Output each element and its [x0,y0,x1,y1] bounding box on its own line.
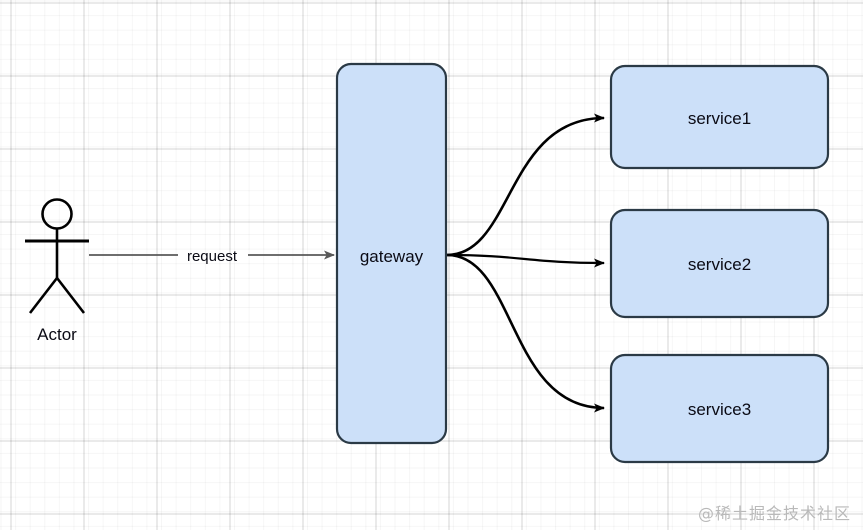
node-gateway-shape [335,62,448,445]
request-edge-label: request [187,248,238,265]
node-service1-shape [609,64,830,170]
edge-actor-to-gateway[interactable]: request [89,248,335,265]
node-service2[interactable]: service2 [609,208,830,319]
node-gateway-label: gateway [360,247,424,266]
node-service1-label: service1 [688,109,751,128]
node-service3-shape [609,353,830,464]
node-service3[interactable]: service3 [609,353,830,464]
node-service2-label: service2 [688,255,751,274]
actor-head-icon [41,198,73,230]
actor-left-leg-line [28,277,59,314]
node-service1[interactable]: service1 [609,64,830,170]
node-service2-shape [609,208,830,319]
edge-gateway-to-service3[interactable] [446,253,605,413]
node-service3-label: service3 [688,400,751,419]
node-gateway[interactable]: gateway [335,62,448,445]
actor-figure[interactable]: Actor [25,198,89,345]
actor-right-leg-line [55,277,86,314]
edge-gateway-to-service2[interactable] [446,253,605,268]
actor-label: Actor [37,325,77,344]
edge-gateway-to-service1[interactable] [446,113,605,257]
